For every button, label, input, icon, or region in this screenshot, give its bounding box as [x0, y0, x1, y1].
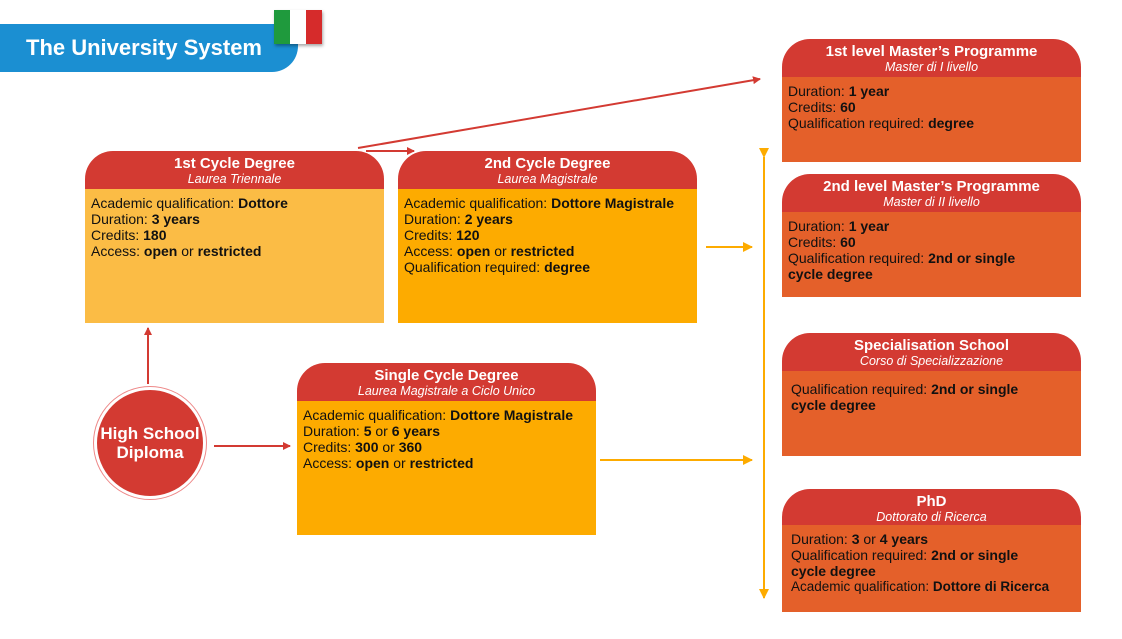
first-cycle-box: 1st Cycle Degree Laurea Triennale Academ… — [85, 151, 384, 323]
master2-requirement: Qualification required: 2nd or single cy… — [788, 250, 1016, 282]
master2-duration: Duration: 1 year — [788, 218, 890, 234]
master1-credits: Credits: 60 — [788, 99, 856, 115]
phd-header: PhD Dottorato di Ricerca — [782, 489, 1081, 525]
master2-box: 2nd level Master’s Programme Master di I… — [782, 174, 1081, 297]
second-cycle-body: Academic qualification: Dottore Magistra… — [398, 189, 697, 323]
specialisation-body: Qualification required: 2nd or single cy… — [782, 371, 1081, 456]
master2-header: 2nd level Master’s Programme Master di I… — [782, 174, 1081, 212]
first-cycle-credits: Credits: 180 — [91, 227, 167, 243]
first-cycle-title: 1st Cycle Degree — [174, 155, 295, 172]
second-cycle-requirement: Qualification required: degree — [404, 259, 590, 275]
page-title-banner: The University System — [0, 24, 298, 72]
phd-qualification: Academic qualification: Dottore di Ricer… — [791, 579, 1050, 594]
master1-body: Duration: 1 year Credits: 60 Qualificati… — [782, 77, 1081, 162]
second-cycle-qualification: Academic qualification: Dottore Magistra… — [404, 195, 674, 211]
specialisation-title: Specialisation School — [853, 337, 1010, 354]
specialisation-box: Specialisation School Corso di Specializ… — [782, 333, 1081, 456]
second-cycle-header: 2nd Cycle Degree Laurea Magistrale — [398, 151, 697, 189]
phd-box: PhD Dottorato di Ricerca Duration: 3 or … — [782, 489, 1081, 612]
master2-credits: Credits: 60 — [788, 234, 856, 250]
first-cycle-qualification: Academic qualification: Dottore — [91, 195, 288, 211]
first-cycle-body: Academic qualification: Dottore Duration… — [85, 189, 384, 323]
second-cycle-subtitle: Laurea Magistrale — [497, 172, 598, 186]
master1-box: 1st level Master’s Programme Master di I… — [782, 39, 1081, 162]
specialisation-requirement: Qualification required: 2nd or single cy… — [791, 381, 1019, 413]
second-cycle-credits: Credits: 120 — [404, 227, 480, 243]
master1-header: 1st level Master’s Programme Master di I… — [782, 39, 1081, 77]
single-cycle-header: Single Cycle Degree Laurea Magistrale a … — [297, 363, 596, 401]
first-cycle-access: Access: open or restricted — [91, 243, 262, 259]
master1-title: 1st level Master’s Programme — [825, 43, 1038, 60]
page-title: The University System — [26, 35, 262, 60]
master2-body: Duration: 1 year Credits: 60 Qualificati… — [782, 212, 1081, 297]
master1-subtitle: Master di I livello — [884, 60, 979, 74]
master1-duration: Duration: 1 year — [788, 83, 890, 99]
phd-title: PhD — [916, 493, 947, 510]
phd-body: Duration: 3 or 4 years Qualification req… — [782, 525, 1081, 612]
second-cycle-box: 2nd Cycle Degree Laurea Magistrale Acade… — [398, 151, 697, 323]
single-cycle-box: Single Cycle Degree Laurea Magistrale a … — [297, 363, 596, 535]
single-cycle-duration: Duration: 5 or 6 years — [303, 423, 441, 439]
first-cycle-subtitle: Laurea Triennale — [187, 172, 282, 186]
single-cycle-subtitle: Laurea Magistrale a Ciclo Unico — [357, 384, 536, 398]
specialisation-subtitle: Corso di Specializzazione — [859, 354, 1004, 368]
first-cycle-duration: Duration: 3 years — [91, 211, 200, 227]
single-cycle-qualification: Academic qualification: Dottore Magistra… — [303, 407, 573, 423]
first-cycle-header: 1st Cycle Degree Laurea Triennale — [85, 151, 384, 189]
phd-subtitle: Dottorato di Ricerca — [876, 510, 987, 524]
master2-subtitle: Master di II livello — [883, 195, 980, 209]
single-cycle-credits: Credits: 300 or 360 — [303, 439, 423, 455]
phd-duration: Duration: 3 or 4 years — [791, 531, 929, 547]
second-cycle-access: Access: open or restricted — [404, 243, 575, 259]
second-cycle-title: 2nd Cycle Degree — [484, 155, 611, 172]
second-cycle-duration: Duration: 2 years — [404, 211, 513, 227]
high-school-label: High School Diploma — [100, 424, 200, 462]
single-cycle-body: Academic qualification: Dottore Magistra… — [297, 401, 596, 535]
specialisation-header: Specialisation School Corso di Specializ… — [782, 333, 1081, 371]
arrow-first-to-master1 — [357, 76, 761, 149]
italian-flag-icon — [274, 10, 322, 44]
high-school-diploma-node: High School Diploma — [94, 387, 206, 499]
phd-requirement: Qualification required: 2nd or single cy… — [791, 547, 1019, 579]
single-cycle-title: Single Cycle Degree — [374, 367, 519, 384]
master1-requirement: Qualification required: degree — [788, 115, 974, 131]
master2-title: 2nd level Master’s Programme — [823, 178, 1040, 195]
single-cycle-access: Access: open or restricted — [303, 455, 474, 471]
